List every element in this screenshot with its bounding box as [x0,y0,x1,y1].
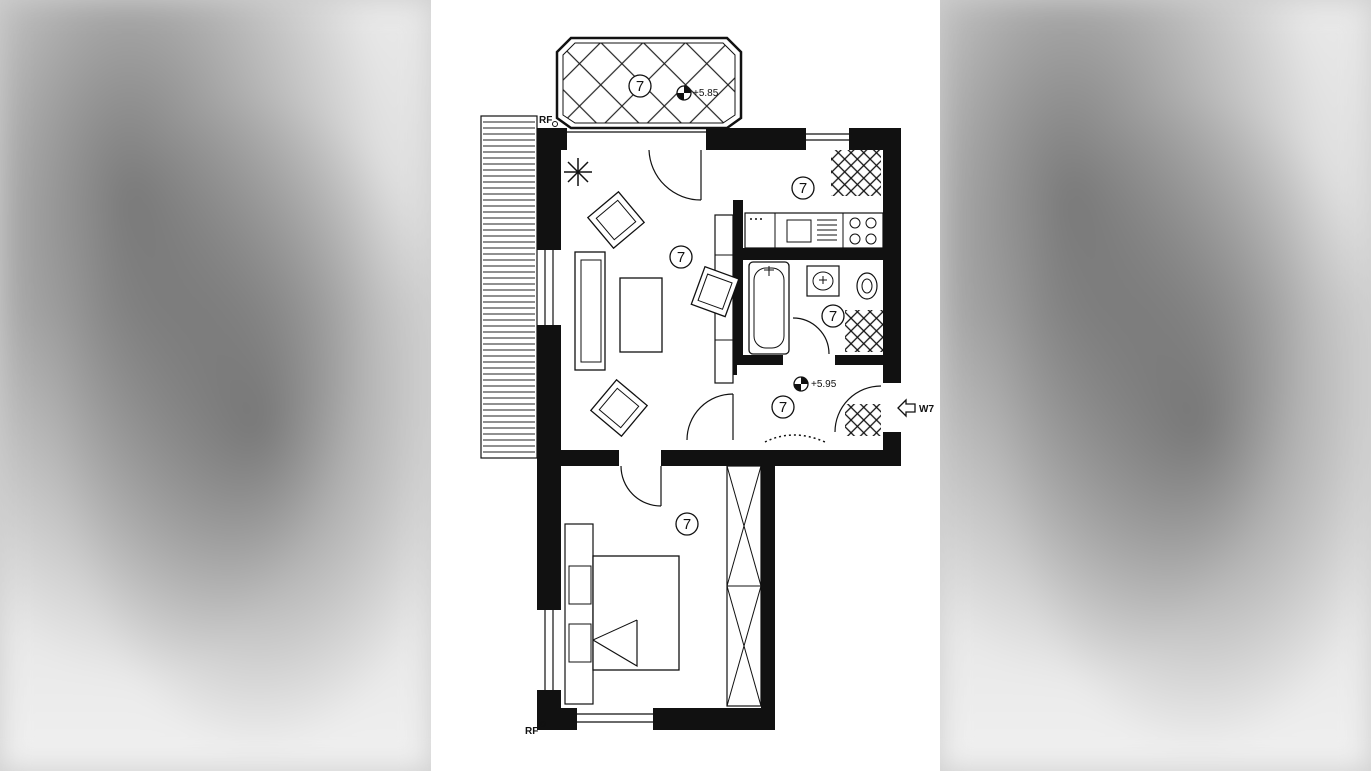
room-number-living: 7 [677,249,685,266]
blurred-background-right [940,0,1371,771]
rf-label-top: RF [539,115,552,126]
blurred-background-left [0,0,431,771]
room-number-hall: 7 [779,399,787,416]
floor-plan: 7 +5.85 RF [431,0,940,771]
elevation-balcony-label: +5.85 [693,88,719,99]
elevation-marker-icon [676,85,692,101]
elevation-hall-label: +5.95 [811,379,837,390]
living-room: 7 [564,149,740,441]
elevation-marker-icon [793,376,809,392]
hall: +5.95 7 W7 [764,376,934,443]
kitchen: 7 [744,150,884,249]
terrace-slats [480,115,538,459]
room-number-bedroom: 7 [683,516,691,533]
room-number-bathroom: 7 [829,308,837,325]
entrance-arrow-icon [897,398,916,418]
rf-label-bottom: RF [525,726,538,737]
bedroom: 7 [564,465,762,707]
windows [544,131,849,723]
room-number-balcony: 7 [636,78,644,95]
balcony: 7 +5.85 [555,36,743,130]
bathroom: 7 [748,261,883,355]
plant-icon [564,158,592,186]
entrance-label: W7 [919,404,934,415]
room-number-kitchen: 7 [799,180,807,197]
